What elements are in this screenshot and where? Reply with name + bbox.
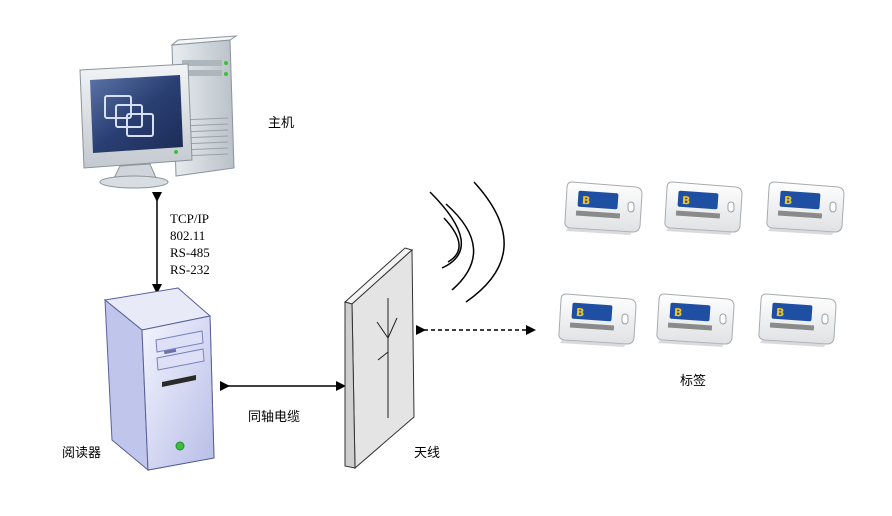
- tag-card: [758, 293, 837, 348]
- antenna-element-icon: [376, 298, 398, 418]
- host-computer: [79, 35, 238, 189]
- radio-wave-icon: [429, 181, 505, 303]
- host-monitor: [79, 63, 193, 189]
- protocol-item: RS-485: [170, 245, 210, 260]
- reader-label: 阅读器: [62, 446, 102, 461]
- protocol-item: RS-232: [170, 262, 210, 277]
- antenna: [343, 247, 415, 470]
- cable-label: 同轴电缆: [248, 410, 301, 425]
- tag-card: [656, 293, 735, 348]
- antenna-label: 天线: [414, 446, 441, 461]
- protocol-item: 802.11: [170, 228, 206, 243]
- tags-label: 标签: [680, 374, 707, 389]
- protocol-list: TCP/IP 802.11 RS-485 RS-232: [170, 210, 210, 278]
- tag-card: [766, 181, 845, 236]
- tag-card: [564, 181, 643, 236]
- tag-group: [558, 181, 845, 348]
- reader-device: [103, 287, 215, 472]
- protocol-item: TCP/IP: [170, 211, 210, 226]
- tag-card: [664, 181, 743, 236]
- windows-logo-icon: [104, 95, 154, 137]
- tag-card: [558, 293, 637, 348]
- host-label: 主机: [268, 116, 295, 131]
